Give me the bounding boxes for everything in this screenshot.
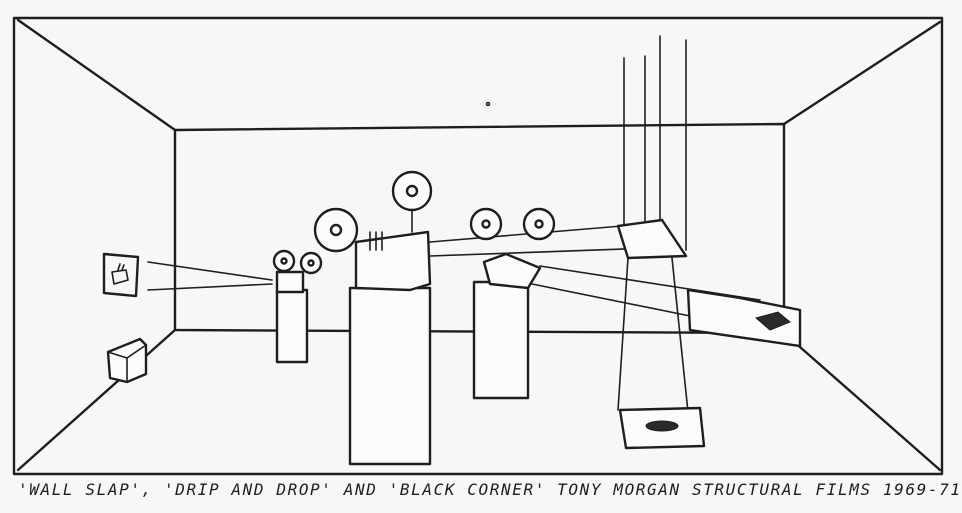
box-edge-2: [126, 344, 147, 359]
pedestal-twin: [472, 280, 530, 400]
drawing-caption: 'WALL SLAP', 'DRIP AND DROP' AND 'BLACK …: [18, 480, 962, 499]
wall-screen-frame: [102, 252, 140, 298]
small-reel-left-hub: [280, 257, 288, 265]
small-reel-right: [299, 251, 323, 275]
large-reel-top: [391, 170, 433, 212]
wall-screen: [102, 252, 273, 298]
small-projector-body: [275, 270, 305, 294]
corner-bottom-left: [16, 328, 177, 472]
large-reel-top-hub: [405, 184, 419, 198]
large-beam-lower: [429, 247, 653, 257]
small-reel-right-hub: [307, 259, 315, 267]
large-projector: [313, 170, 653, 466]
box-edge: [107, 351, 128, 359]
hanging-screen-panel: [616, 218, 688, 260]
twin-reel-left-hub: [481, 219, 491, 229]
puddle-stain: [645, 420, 679, 432]
large-reel-front: [313, 207, 359, 253]
beam-lower: [147, 283, 273, 291]
drip-right: [671, 257, 689, 413]
drip-left: [617, 257, 629, 411]
large-beam-upper: [429, 225, 623, 243]
twin-beam-lower: [531, 283, 701, 319]
black-corner: [686, 288, 802, 348]
pedestal-large: [348, 286, 432, 466]
twin-reel-right: [522, 207, 556, 241]
large-reel-front-hub: [329, 223, 343, 237]
twin-reel-right-hub: [534, 219, 544, 229]
box-on-floor: [106, 337, 148, 384]
large-projector-body: [354, 230, 432, 292]
hanging-screen: [616, 35, 689, 413]
twin-projector-body: [482, 252, 542, 290]
beam-upper: [147, 261, 273, 281]
corner-bottom-right: [782, 331, 942, 472]
corner-top-left: [16, 18, 177, 132]
ceiling-mark: [485, 101, 491, 107]
room-perspective: [16, 18, 942, 472]
corner-dark-patch: [754, 311, 791, 331]
twin-reel-projector: [469, 207, 761, 400]
small-projector: [272, 249, 323, 364]
corner-top-right: [782, 20, 942, 126]
floor-puddle: [618, 406, 706, 450]
corner-projection: [686, 288, 802, 348]
twin-reel-left: [469, 207, 503, 241]
hand-icon: [111, 263, 129, 285]
pedestal-small: [275, 288, 309, 364]
outer-frame: [12, 16, 944, 476]
small-reel-left: [272, 249, 296, 273]
